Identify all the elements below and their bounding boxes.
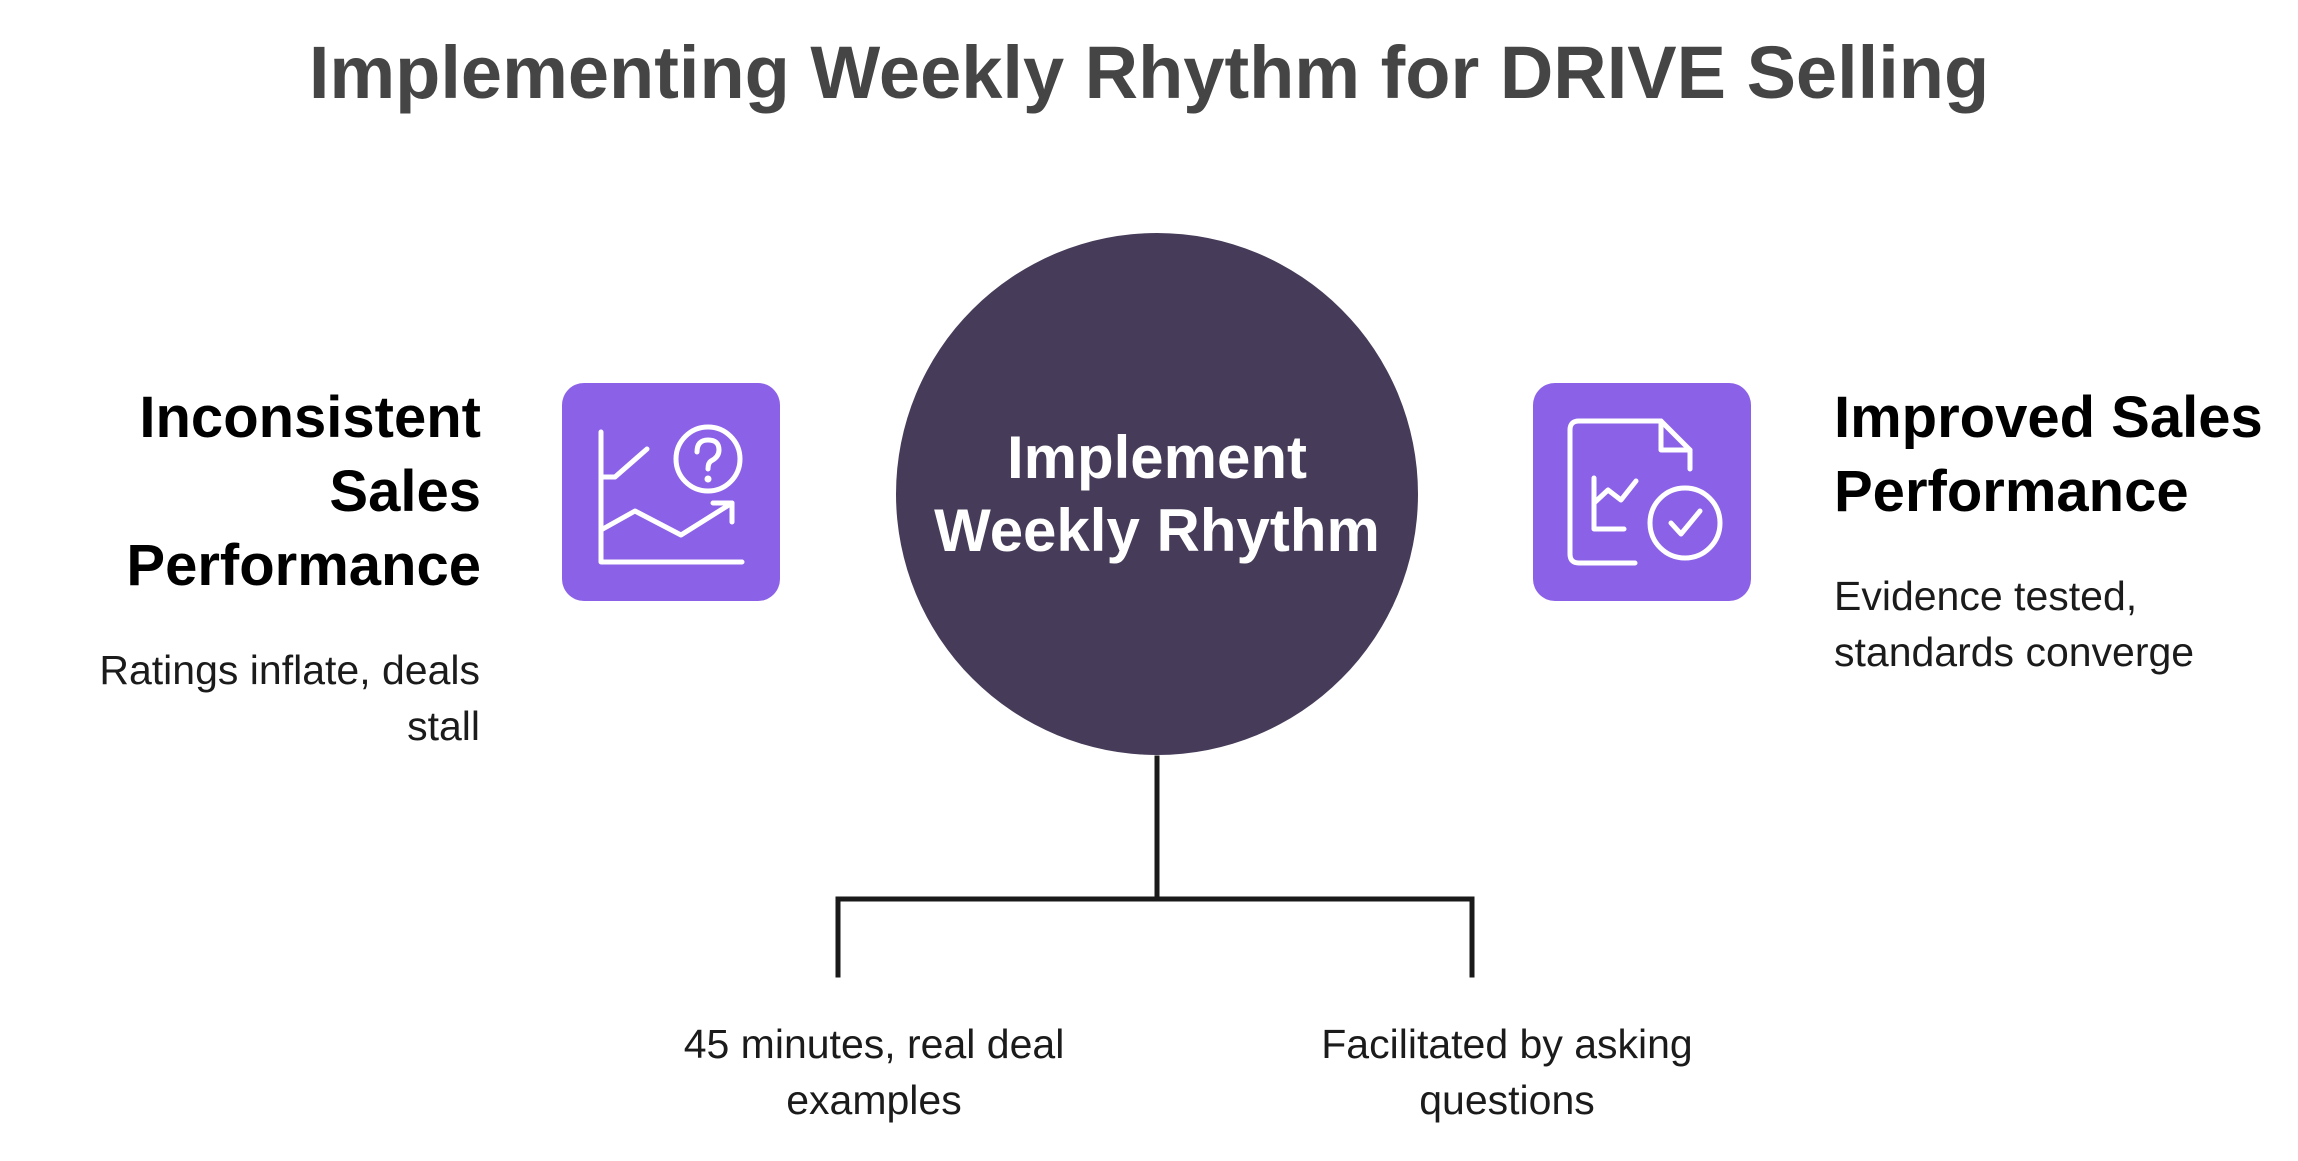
improved-performance-tile: [1533, 383, 1751, 601]
left-heading: Inconsistent Sales Performance: [126, 381, 481, 603]
left-heading-line-2: Sales: [329, 459, 481, 524]
branch-right-line-1: Facilitated by asking: [1321, 1021, 1693, 1067]
central-node: Implement Weekly Rhythm: [896, 233, 1418, 755]
left-description: Ratings inflate, deals stall: [99, 642, 480, 754]
right-description-line-2: standards converge: [1834, 629, 2195, 675]
inconsistent-performance-tile: [562, 383, 780, 601]
right-description: Evidence tested, standards converge: [1834, 568, 2194, 680]
right-description-line-1: Evidence tested,: [1834, 573, 2138, 619]
chart-question-icon: [598, 424, 745, 565]
right-heading-line-1: Improved Sales: [1834, 385, 2263, 450]
right-heading: Improved Sales Performance: [1834, 381, 2263, 529]
branch-right-line-2: questions: [1419, 1077, 1595, 1123]
page-title: Implementing Weekly Rhythm for DRIVE Sel…: [308, 31, 1990, 114]
branch-left-line-1: 45 minutes, real deal: [683, 1021, 1065, 1067]
left-description-line-2: stall: [407, 703, 480, 749]
branch-right-label: Facilitated by asking questions: [1207, 1016, 1807, 1128]
central-node-line-1: Implement: [1006, 424, 1308, 491]
report-check-icon: [1567, 418, 1723, 566]
left-heading-line-1: Inconsistent: [139, 385, 481, 450]
right-heading-line-2: Performance: [1834, 459, 2189, 524]
central-node-line-2: Weekly Rhythm: [934, 497, 1380, 564]
left-heading-line-3: Performance: [126, 533, 481, 598]
left-description-line-1: Ratings inflate, deals: [99, 647, 480, 693]
branch-left-line-2: examples: [786, 1077, 962, 1123]
branch-left-label: 45 minutes, real deal examples: [574, 1016, 1174, 1128]
